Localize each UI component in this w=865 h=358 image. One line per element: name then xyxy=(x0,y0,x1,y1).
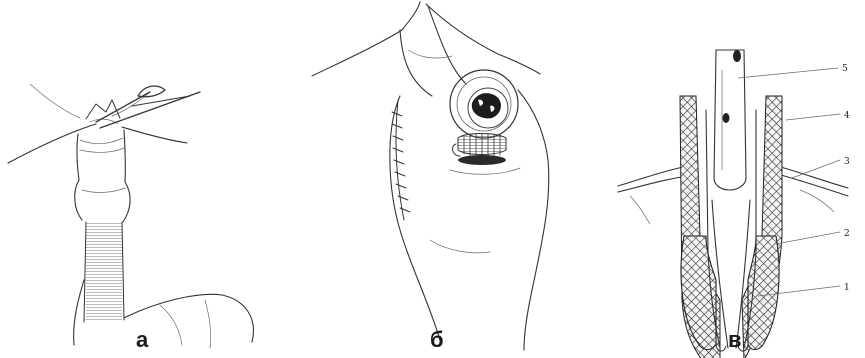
panel-c-drawing xyxy=(618,50,848,358)
callout-4: 4 xyxy=(844,111,850,121)
callout-1: 1 xyxy=(844,283,850,293)
callout-2: 2 xyxy=(844,229,850,239)
panel-label-a: а xyxy=(136,327,148,353)
panel-label-b: б xyxy=(430,327,444,353)
panel-b-drawing xyxy=(312,2,549,350)
callout-3: 3 xyxy=(844,157,850,167)
panel-a-drawing xyxy=(8,84,253,348)
panel-label-c: в xyxy=(728,327,742,353)
callout-5: 5 xyxy=(842,64,848,74)
